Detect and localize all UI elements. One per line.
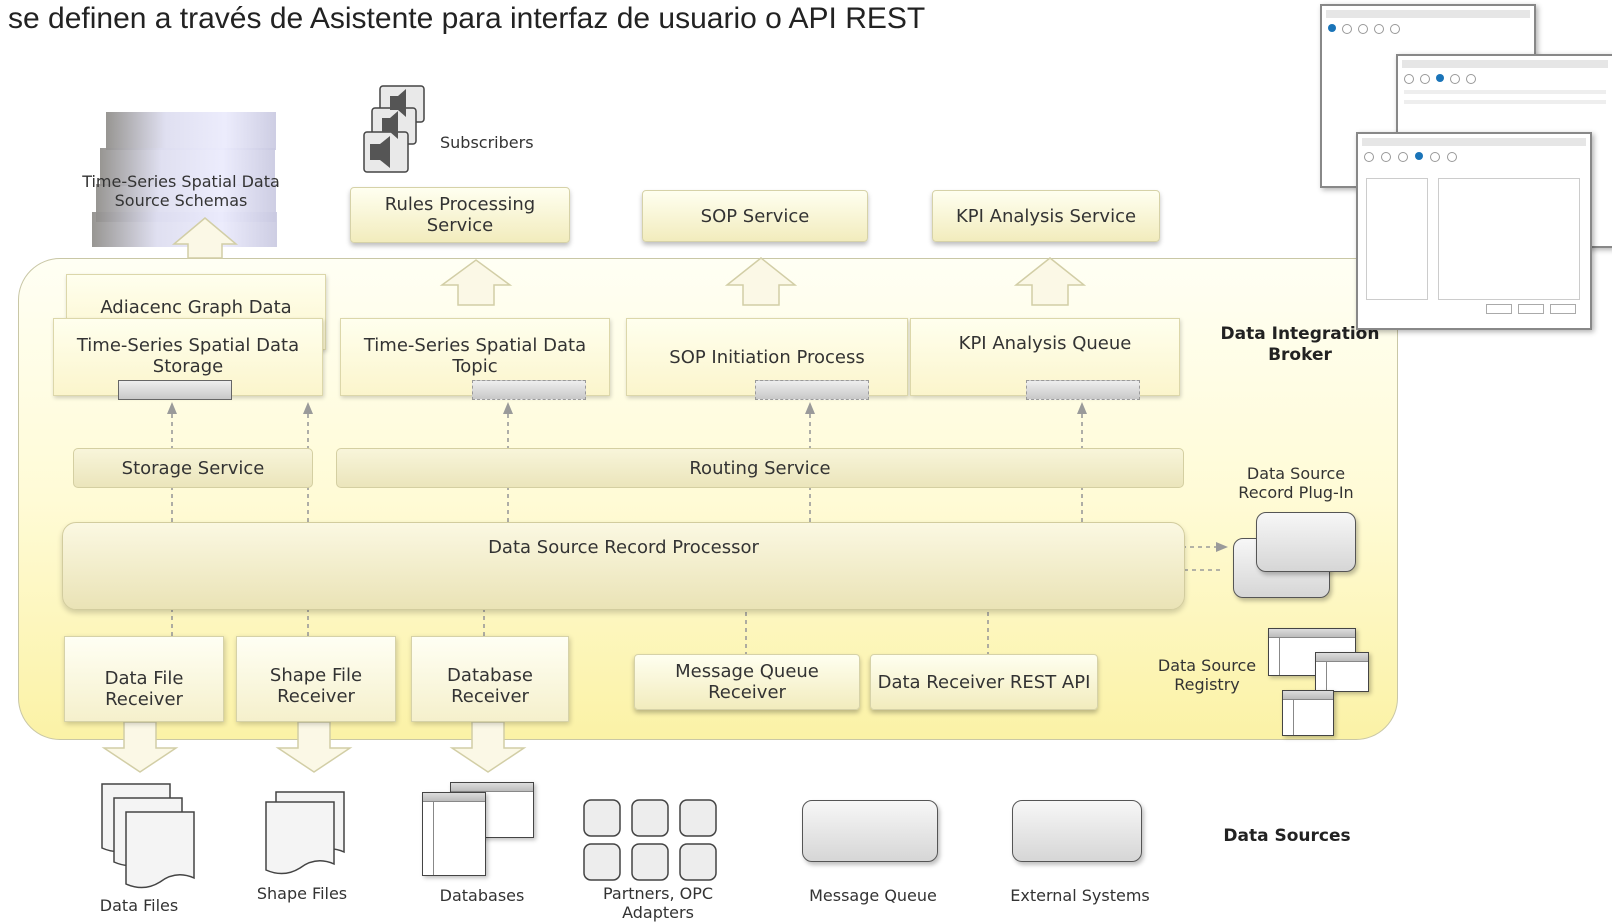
storage-tray bbox=[118, 380, 232, 400]
data-sources-label: Data Sources bbox=[1223, 826, 1351, 846]
data-files-icon bbox=[92, 780, 202, 896]
message-queue-receiver: Message Queue Receiver bbox=[634, 654, 860, 710]
shape-files-label: Shape Files bbox=[256, 884, 348, 903]
rules-processing-service: Rules Processing Service bbox=[350, 187, 570, 243]
topic-label: Time-Series Spatial Data Topic bbox=[363, 335, 587, 377]
message-queue-label: Message Queue bbox=[809, 886, 937, 905]
data-file-receiver: Data File Receiver bbox=[64, 636, 224, 722]
external-systems-icon bbox=[1012, 800, 1142, 862]
adjacency-label: Adiacenc Graph Data bbox=[100, 297, 292, 318]
processor-label: Data Source Record Processor bbox=[488, 537, 759, 558]
registry-label: Data Source Registry bbox=[1157, 656, 1257, 694]
shape-files-icon bbox=[262, 788, 352, 880]
plugin-label: Data Source Record Plug-In bbox=[1238, 464, 1354, 502]
message-queue-icon bbox=[802, 800, 938, 862]
database-receiver: Database Receiver bbox=[411, 636, 569, 722]
sop-process-label: SOP Initiation Process bbox=[669, 346, 865, 368]
record-processor: Data Source Record Processor bbox=[62, 522, 1185, 610]
kpi-queue-label: KPI Analysis Queue bbox=[958, 333, 1132, 354]
partners-icon bbox=[582, 798, 722, 888]
rest-api-receiver: Data Receiver REST API bbox=[870, 654, 1098, 710]
registry-icon-3 bbox=[1282, 690, 1334, 736]
schemas-label: Time-Series Spatial Data Source Schemas bbox=[82, 172, 280, 210]
sop-service: SOP Service bbox=[642, 190, 868, 242]
subscribers-label: Subscribers bbox=[440, 133, 534, 152]
kpi-analysis-service: KPI Analysis Service bbox=[932, 190, 1160, 242]
subscribers-icon bbox=[362, 84, 442, 184]
sop-tray bbox=[755, 380, 869, 400]
page-title: se definen a través de Asistente para in… bbox=[8, 2, 926, 35]
wizard-screenshots bbox=[1320, 4, 1612, 334]
broker-label: Data Integration Broker bbox=[1220, 324, 1380, 365]
kpi-tray bbox=[1026, 380, 1140, 400]
storage-service: Storage Service bbox=[73, 448, 313, 488]
plugin-icon-front bbox=[1256, 512, 1356, 572]
data-files-label: Data Files bbox=[99, 896, 179, 915]
partners-label: Partners, OPC Adapters bbox=[602, 884, 714, 922]
routing-service: Routing Service bbox=[336, 448, 1184, 488]
databases-icon bbox=[422, 782, 534, 876]
external-systems-label: External Systems bbox=[1010, 886, 1150, 905]
databases-label: Databases bbox=[439, 886, 525, 905]
registry-icon-2 bbox=[1315, 652, 1369, 692]
shape-file-receiver: Shape File Receiver bbox=[236, 636, 396, 722]
storage-label: Time-Series Spatial Data Storage bbox=[76, 335, 300, 377]
topic-tray bbox=[472, 380, 586, 400]
